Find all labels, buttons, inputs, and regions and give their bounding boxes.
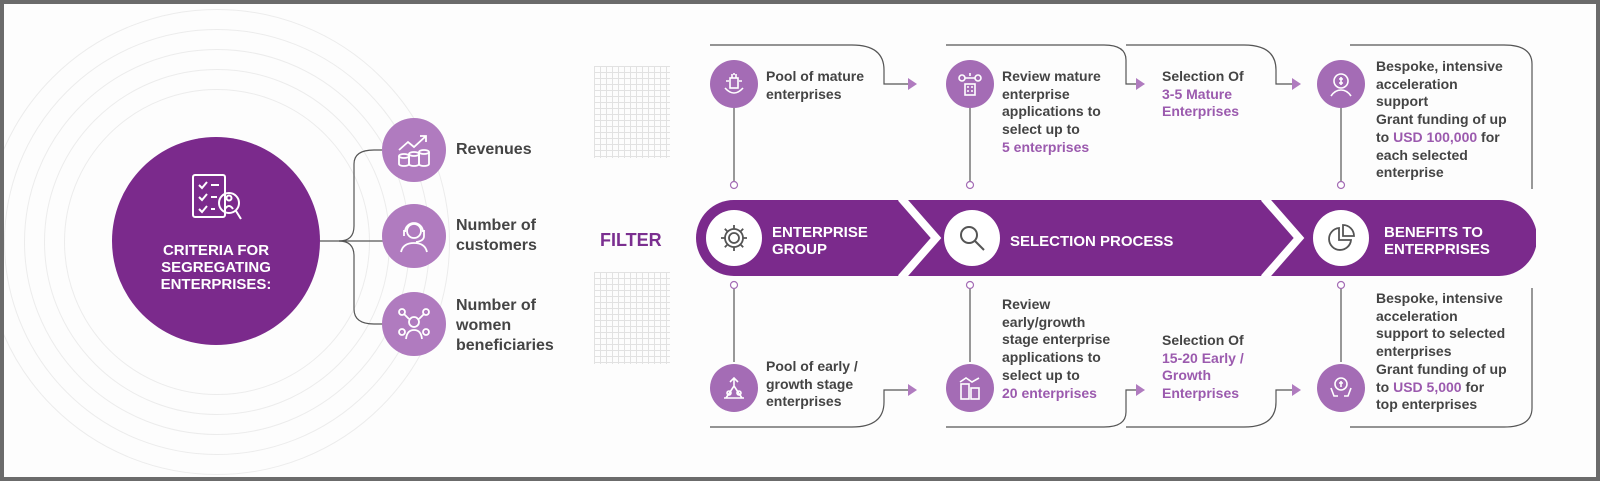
criteria-item-women: Number of women beneficiaries xyxy=(456,297,554,354)
magnifier-icon xyxy=(944,210,1000,266)
stage-benefits: BENEFITS TO ENTERPRISES xyxy=(1384,224,1490,258)
customer-support-icon xyxy=(382,204,446,268)
enterprise-pool-icon xyxy=(710,60,758,108)
filter-grid-bottom xyxy=(594,272,670,364)
connector-lines xyxy=(320,44,1533,428)
filter-label: FILTER xyxy=(600,230,662,250)
filter-grid-top xyxy=(594,66,670,158)
growth-review-icon xyxy=(946,364,994,412)
criteria-item-customers: Number of customers xyxy=(456,217,537,254)
checklist-search-icon xyxy=(192,174,242,220)
criteria-title: CRITERIA FOR SEGREGATING ENTERPRISES: xyxy=(160,242,272,293)
revenue-coins-icon xyxy=(382,118,446,182)
growth-pool-icon xyxy=(710,364,758,412)
stage-selection-process: SELECTION PROCESS xyxy=(1010,233,1174,250)
growth-funding-icon xyxy=(1317,364,1365,412)
criteria-circle xyxy=(112,137,320,345)
grant-funding-icon xyxy=(1317,60,1365,108)
women-beneficiaries-icon xyxy=(382,292,446,356)
stage-enterprise-group: ENTERPRISE GROUP xyxy=(772,224,868,258)
review-building-icon xyxy=(946,60,994,108)
criteria-item-revenues: Revenues xyxy=(456,141,532,158)
gear-icon xyxy=(706,210,762,266)
pie-chart-icon xyxy=(1313,210,1369,266)
